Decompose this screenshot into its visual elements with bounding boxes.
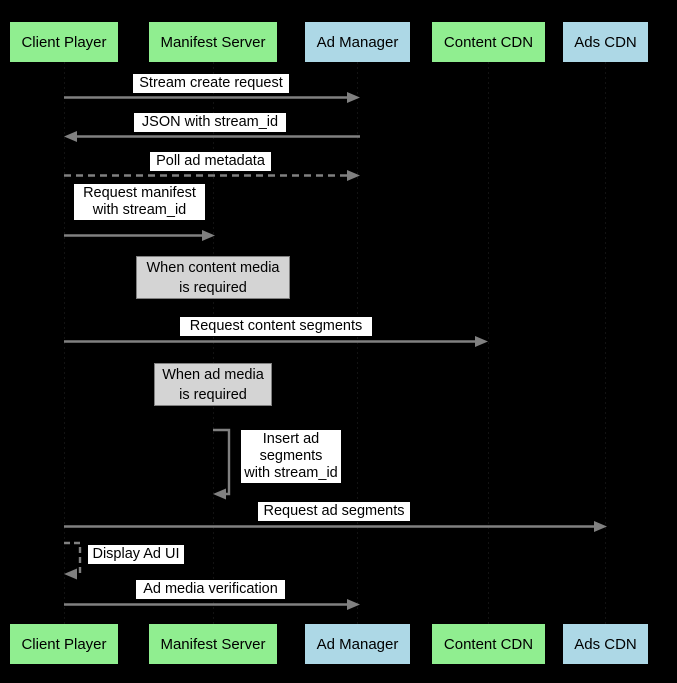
self-message-path-display-ad-ui xyxy=(64,541,82,576)
arrowhead-stream-create-request xyxy=(347,92,360,103)
message-label-poll-ad-metadata: Poll ad metadata xyxy=(150,152,271,171)
participant-ad-manager-top[interactable]: Ad Manager xyxy=(305,22,410,62)
participant-manifest-server-bottom[interactable]: Manifest Server xyxy=(149,624,277,664)
arrowhead-display-ad-ui xyxy=(64,568,77,580)
participant-client-player-bottom[interactable]: Client Player xyxy=(10,624,118,664)
message-label-request-ad-segments: Request ad segments xyxy=(258,502,410,521)
participant-client-player-top[interactable]: Client Player xyxy=(10,22,118,62)
participant-ad-manager-bottom[interactable]: Ad Manager xyxy=(305,624,410,664)
message-label-json-with-stream-id: JSON with stream_id xyxy=(134,113,286,132)
arrowhead-poll-ad-metadata xyxy=(347,170,360,181)
participant-content-cdn-bottom[interactable]: Content CDN xyxy=(432,624,545,664)
message-label-ad-media-verification: Ad media verification xyxy=(136,580,285,599)
arrowhead-insert-ad-segments xyxy=(213,488,226,500)
arrowhead-ad-media-verification xyxy=(347,599,360,610)
note-when-ad-media-required: When ad media is required xyxy=(154,363,272,406)
self-message-label-display-ad-ui: Display Ad UI xyxy=(88,545,184,564)
self-message-path-insert-ad-segments xyxy=(213,428,231,496)
participant-ads-cdn-top[interactable]: Ads CDN xyxy=(563,22,648,62)
message-label-request-manifest-with-stream-id: Request manifest with stream_id xyxy=(74,184,205,220)
participant-ads-cdn-bottom[interactable]: Ads CDN xyxy=(563,624,648,664)
arrowhead-request-manifest-with-stream-id xyxy=(202,230,215,241)
message-label-stream-create-request: Stream create request xyxy=(133,74,289,93)
participant-content-cdn-top[interactable]: Content CDN xyxy=(432,22,545,62)
arrowhead-request-ad-segments xyxy=(594,521,607,532)
note-when-content-media-required: When content media is required xyxy=(136,256,290,299)
self-message-label-insert-ad-segments: Insert ad segments with stream_id xyxy=(241,430,341,483)
message-label-request-content-segments: Request content segments xyxy=(180,317,372,336)
arrowhead-json-with-stream-id xyxy=(64,131,77,142)
participant-manifest-server-top[interactable]: Manifest Server xyxy=(149,22,277,62)
arrowhead-request-content-segments xyxy=(475,336,488,347)
